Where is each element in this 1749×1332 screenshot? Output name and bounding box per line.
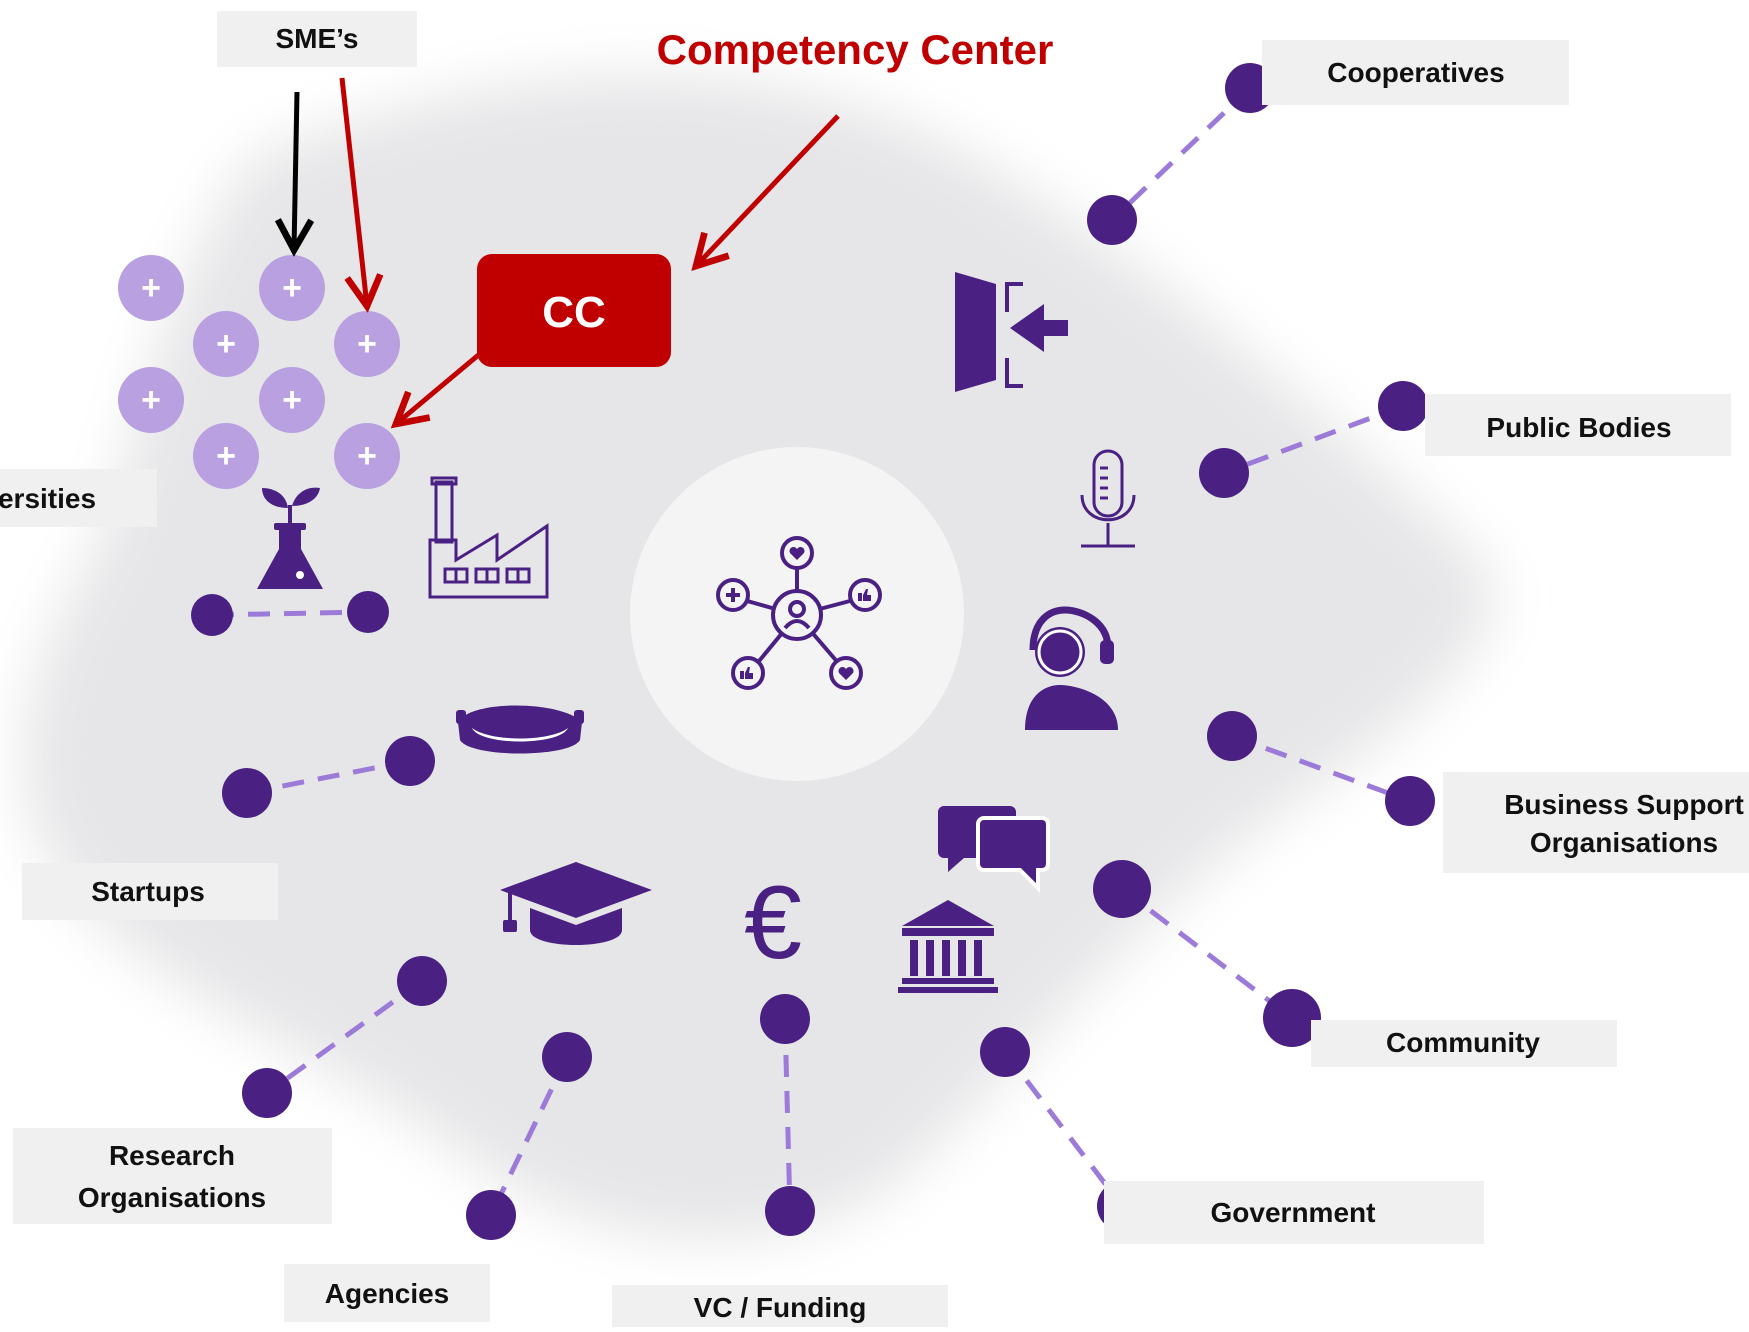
node-dot [397, 956, 447, 1006]
headset-person-icon [1025, 606, 1118, 730]
label-universities: ersities [0, 483, 96, 514]
euro-icon: € [744, 865, 802, 981]
connector-startups [246, 758, 411, 796]
plus-node [118, 367, 184, 433]
label-bso-line1: Business Support [1504, 789, 1744, 820]
node-dot [765, 1186, 815, 1236]
label-community: Community [1386, 1027, 1540, 1058]
connector-research [265, 978, 424, 1096]
plus-icon: + [282, 381, 302, 419]
node-dot [1263, 989, 1321, 1047]
connector-cooperatives [1110, 86, 1252, 222]
connector-universities [211, 609, 369, 618]
plus-icon: + [141, 269, 161, 307]
flask-plant-icon [257, 487, 323, 589]
plus-icon: + [216, 437, 236, 475]
label-startups: Startups [91, 876, 205, 907]
node-dot [1378, 381, 1428, 431]
connector-vc-funding [782, 1018, 793, 1212]
microphone-icon [1080, 449, 1136, 548]
government-building-icon [898, 900, 998, 993]
node-dot [1385, 776, 1435, 826]
node-dot [466, 1190, 516, 1240]
label-agencies: Agencies [325, 1278, 450, 1309]
factory-icon [428, 476, 549, 599]
plus-node [118, 255, 184, 321]
label-research-line1: Research [109, 1140, 235, 1171]
plus-icon: + [141, 381, 161, 419]
door-entry-icon [955, 272, 1068, 392]
plus-node [193, 311, 259, 377]
connectors [211, 86, 1411, 1217]
node-dot [191, 594, 233, 636]
label-public-bodies: Public Bodies [1486, 412, 1671, 443]
red-arrow-sme [339, 77, 367, 306]
node-dot [1207, 711, 1257, 761]
graduation-cap-icon [500, 862, 652, 945]
plus-icon: + [282, 269, 302, 307]
plus-node [334, 423, 400, 489]
plus-node [259, 367, 325, 433]
connector-bso [1231, 733, 1411, 804]
plus-node [259, 255, 325, 321]
red-arrow-title [696, 114, 840, 266]
red-arrow-cc [396, 350, 484, 424]
chat-bubbles-icon [938, 806, 1050, 893]
connector-public-bodies [1223, 403, 1404, 476]
connector-government [1003, 1050, 1124, 1208]
node-dot [1087, 195, 1137, 245]
node-dot [1093, 860, 1151, 918]
plus-node [193, 423, 259, 489]
label-research-line2: Organisations [78, 1182, 266, 1213]
plus-node [334, 311, 400, 377]
node-dot [222, 768, 272, 818]
black-arrow [294, 91, 297, 250]
cc-box: CC [477, 254, 671, 367]
plus-icon: + [357, 325, 377, 363]
node-dot [385, 736, 435, 786]
hub [630, 447, 964, 781]
labels: SME’s ersities Cooperatives Public Bodie… [0, 23, 1744, 1323]
label-cooperatives: Cooperatives [1327, 57, 1504, 88]
node-dot [242, 1068, 292, 1118]
vr-headset-icon [456, 705, 584, 754]
node-dot [542, 1032, 592, 1082]
label-bso-line2: Organisations [1530, 827, 1718, 858]
diagram-title: Competency Center [657, 26, 1054, 73]
node-dot [347, 591, 389, 633]
node-dot [980, 1027, 1030, 1077]
arrows [294, 77, 840, 424]
node-dot [760, 994, 810, 1044]
plus-icon: + [216, 325, 236, 363]
label-government: Government [1211, 1197, 1376, 1228]
cc-label: CC [542, 288, 606, 337]
label-smes: SME’s [276, 23, 359, 54]
node-dot [1199, 448, 1249, 498]
sme-cluster: + + + + + + + + [118, 255, 400, 489]
plus-icon: + [357, 437, 377, 475]
label-boxes [0, 11, 1749, 1327]
connector-agencies [488, 1055, 570, 1217]
connector-dots [191, 63, 1435, 1240]
label-vc-funding: VC / Funding [694, 1292, 867, 1323]
